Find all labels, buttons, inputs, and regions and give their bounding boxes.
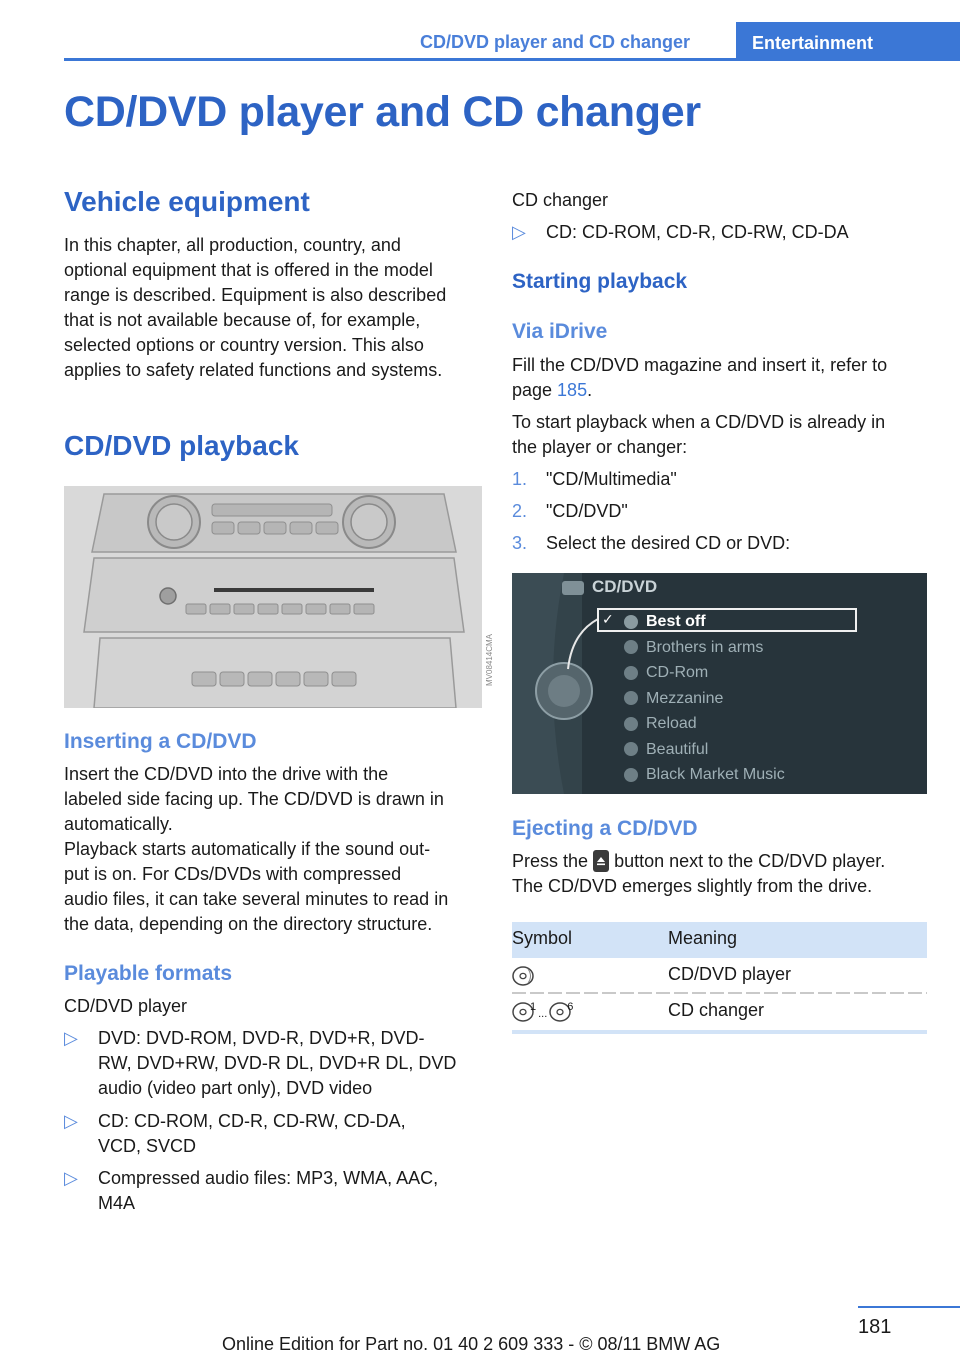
footer-rule bbox=[858, 1306, 960, 1308]
ejecting-text: Press the button next to the CD/DVD play… bbox=[512, 850, 886, 896]
center-console-illustration: MV08414CMA bbox=[64, 486, 496, 709]
heading-starting-playback: Starting playback bbox=[512, 270, 688, 293]
check-icon: ✓ bbox=[602, 611, 614, 627]
disc-icon bbox=[624, 640, 638, 655]
heading-via-idrive: Via iDrive bbox=[512, 320, 608, 343]
changer-label: CD changer bbox=[512, 190, 609, 210]
format-item: ▷ Compressed audio files: MP3, WMA, AAC,… bbox=[64, 1168, 439, 1213]
table-row: CD/DVD player bbox=[512, 958, 927, 994]
page-number: 181 bbox=[858, 1316, 892, 1338]
row-divider bbox=[512, 992, 927, 994]
cd-list-item[interactable]: Beautiful bbox=[624, 737, 785, 763]
disc-icon bbox=[624, 691, 638, 706]
bullet-icon: ▷ bbox=[64, 1168, 78, 1188]
format-item: ▷ CD: CD-ROM, CD-R, CD-RW, CD-DA bbox=[512, 220, 932, 246]
column-header-meaning: Meaning bbox=[668, 928, 738, 948]
vehicle-equipment-text: In this chapter, all production, country… bbox=[64, 235, 447, 380]
bullet-icon: ▷ bbox=[64, 1111, 78, 1131]
table-bottom-rule bbox=[512, 1030, 927, 1034]
edition-footer: Online Edition for Part no. 01 40 2 609 … bbox=[222, 1334, 721, 1354]
illustration-code: MV08414CMA bbox=[485, 633, 494, 686]
symbol-table: Symbol Meaning CD/DVD player 1...6 CD ch… bbox=[512, 922, 927, 1034]
disc-changer-1-6-icon: 1...6 bbox=[512, 1001, 573, 1023]
disc-icon bbox=[512, 965, 538, 992]
heading-vehicle-equipment: Vehicle equipment bbox=[64, 186, 310, 217]
step-item: 3. Select the desired CD or DVD: bbox=[512, 533, 791, 553]
screen-title: CD/DVD bbox=[592, 577, 658, 596]
heading-inserting: Inserting a CD/DVD bbox=[64, 730, 257, 753]
disc-icon bbox=[624, 716, 638, 731]
cd-list-item[interactable]: Best off bbox=[624, 609, 785, 635]
page-title: CD/DVD player and CD changer bbox=[64, 88, 701, 136]
cd-list: Best off Brothers in arms CD-Rom Mezzani… bbox=[624, 609, 785, 788]
page-reference-link[interactable]: 185 bbox=[557, 380, 588, 400]
disc-icon bbox=[624, 614, 638, 629]
format-item: ▷ CD: CD-ROM, CD-R, CD-RW, CD-DA, VCD, S… bbox=[64, 1111, 406, 1156]
disc-icon bbox=[624, 767, 638, 782]
inserting-text: Insert the CD/DVD into the drive with th… bbox=[64, 764, 449, 934]
bullet-icon: ▷ bbox=[64, 1028, 78, 1048]
table-row: 1...6 CD changer bbox=[512, 994, 927, 1030]
heading-playable-formats: Playable formats bbox=[64, 962, 233, 985]
header-rule bbox=[64, 58, 960, 61]
cd-list-item[interactable]: Reload bbox=[624, 711, 785, 737]
step-item: 1. "CD/Multimedia" bbox=[512, 469, 677, 489]
disc-icon bbox=[624, 665, 638, 680]
idrive-screen: CD/DVD ✓ Best off Brothers in arms CD-Ro… bbox=[512, 573, 927, 794]
cd-list-item[interactable]: CD-Rom bbox=[624, 660, 785, 686]
running-header-section: CD/DVD player and CD changer bbox=[420, 32, 691, 52]
table-header-row: Symbol Meaning bbox=[512, 922, 927, 958]
player-label: CD/DVD player bbox=[64, 996, 188, 1016]
disc-icon bbox=[624, 742, 638, 757]
idrive-instruction: Fill the CD/DVD magazine and insert it, … bbox=[512, 355, 888, 400]
bullet-icon: ▷ bbox=[512, 222, 526, 242]
playback-instruction: To start playback when a CD/DVD is alrea… bbox=[512, 412, 886, 457]
format-item: ▷ DVD: DVD-ROM, DVD-R, DVD+R, DVD- RW, D… bbox=[64, 1028, 457, 1098]
cd-list-item[interactable]: Mezzanine bbox=[624, 686, 785, 712]
column-header-symbol: Symbol bbox=[512, 928, 573, 948]
cd-list-item[interactable]: Black Market Music bbox=[624, 762, 785, 788]
step-item: 2. "CD/DVD" bbox=[512, 501, 628, 521]
heading-cd-dvd-playback: CD/DVD playback bbox=[64, 430, 299, 461]
chapter-tab: Entertainment bbox=[736, 22, 960, 61]
heading-ejecting: Ejecting a CD/DVD bbox=[512, 817, 698, 840]
cd-list-item[interactable]: Brothers in arms bbox=[624, 635, 785, 661]
eject-button-icon bbox=[593, 850, 610, 872]
